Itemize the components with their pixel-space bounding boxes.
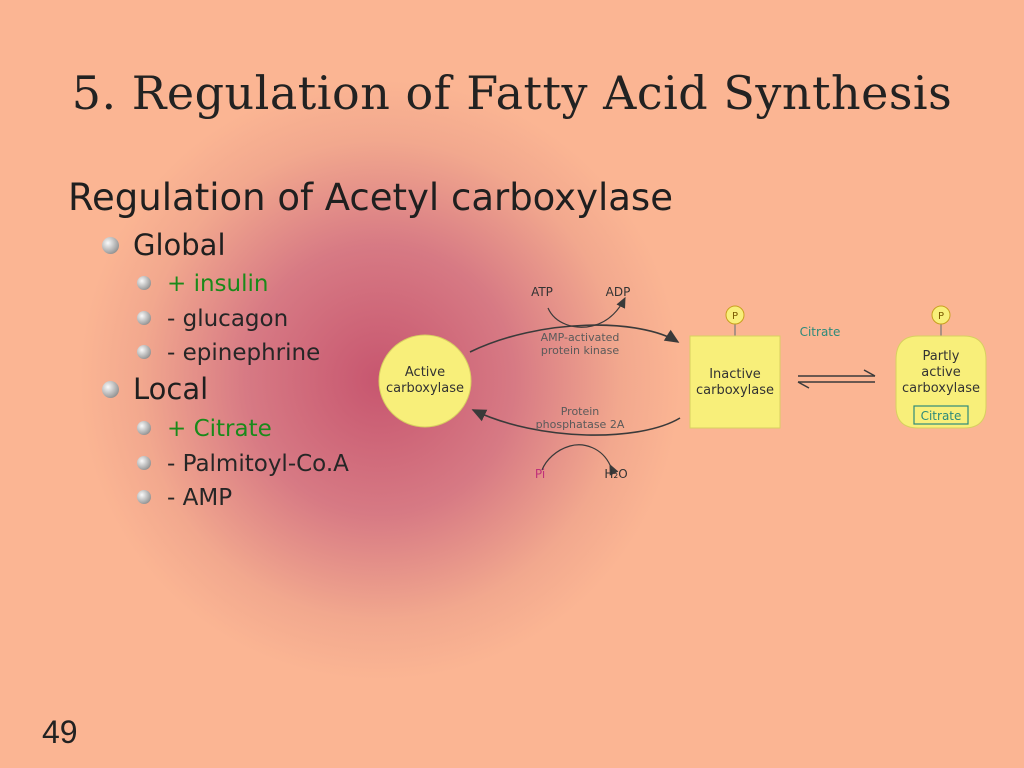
citrate-box-label: Citrate <box>921 409 962 423</box>
h2o-label: H₂O <box>604 467 627 481</box>
local-bullet: Local <box>102 372 208 406</box>
global-item-text: + insulin <box>167 271 269 297</box>
slide-heading: Regulation of Acetyl carboxylase <box>68 176 673 219</box>
partly-label-2: active <box>921 365 961 380</box>
global-item: - glucagon <box>137 306 288 332</box>
reverse-arrowhead <box>797 381 810 389</box>
phosphatase-label-1: Protein <box>561 405 600 418</box>
forward-arrowhead <box>863 369 876 377</box>
bullet-dot-icon <box>137 344 151 359</box>
adp-label: ADP <box>606 285 631 299</box>
inactive-label-1: Inactive <box>709 367 761 382</box>
partly-label-3: carboxylase <box>902 381 980 396</box>
phosphate-label: P <box>938 311 944 322</box>
local-item-text: - Palmitoyl-Co.A <box>167 451 349 477</box>
bullet-dot-icon <box>137 489 151 504</box>
local-item: - Palmitoyl-Co.A <box>137 451 349 477</box>
active-carboxylase-circle <box>378 334 472 428</box>
local-item-text: - AMP <box>167 485 233 511</box>
atp-adp-arrow <box>547 296 626 328</box>
pi-h2o-arrow <box>541 444 619 476</box>
kinase-label-1: AMP-activated <box>541 331 620 344</box>
global-item: + insulin <box>137 271 268 297</box>
partly-label-1: Partly <box>923 349 960 364</box>
phosphatase-label-2: phosphatase 2A <box>536 418 625 431</box>
bullet-dot-icon <box>137 455 151 470</box>
phosphate-icon <box>725 305 745 325</box>
inactive-carboxylase-box <box>689 335 781 429</box>
local-item: + Citrate <box>137 416 272 442</box>
citrate-box <box>913 405 969 425</box>
kinase-label-2: protein kinase <box>541 344 619 357</box>
kinase-arrow <box>469 324 680 353</box>
bullet-dot-icon <box>137 420 151 435</box>
page-number: 49 <box>42 714 78 750</box>
bullet-dot-icon <box>102 380 119 398</box>
local-item-text: + Citrate <box>167 416 272 442</box>
bullet-dot-icon <box>102 236 119 254</box>
bullet-dot-icon <box>137 275 151 290</box>
inactive-label-2: carboxylase <box>696 383 774 398</box>
phosphatase-arrow <box>471 409 681 436</box>
citrate-label: Citrate <box>800 325 841 339</box>
local-item: - AMP <box>137 485 232 511</box>
global-bullet: Global <box>102 228 226 262</box>
bullet-dot-icon <box>137 310 151 325</box>
partly-active-carboxylase-shape <box>895 335 987 429</box>
slide-title: 5. Regulation of Fatty Acid Synthesis <box>71 66 953 120</box>
global-item-text: - epinephrine <box>167 340 321 366</box>
phosphate-label: P <box>732 311 738 322</box>
global-label: Global <box>133 228 226 262</box>
acetyl-carboxylase-diagram: Active carboxylase ATP ADP AMP-activated… <box>378 285 987 481</box>
pi-label: Pi <box>535 467 545 481</box>
atp-label: ATP <box>531 285 553 299</box>
local-label: Local <box>133 372 209 406</box>
active-label-2: carboxylase <box>386 381 464 396</box>
global-item: - epinephrine <box>137 340 320 366</box>
phosphate-icon <box>931 305 951 325</box>
active-label-1: Active <box>405 365 445 380</box>
global-item-text: - glucagon <box>167 306 289 332</box>
